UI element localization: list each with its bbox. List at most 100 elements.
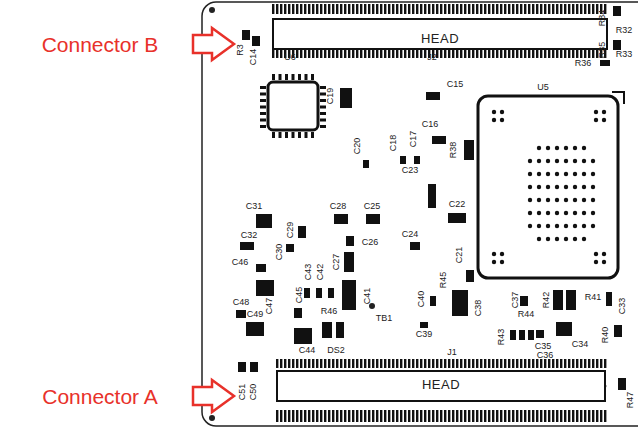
header-pin [584,50,586,58]
bga-ball [573,146,577,150]
smd-pad [520,296,528,306]
reference-designator: U6 [284,53,296,62]
header-pin [588,4,590,14]
header-pin [304,4,306,14]
smd-pad [528,330,534,340]
header-pin [452,4,454,14]
smd-pad [316,288,322,298]
header-pin [324,410,326,422]
reference-designator: C31 [246,202,263,211]
smd-pad [336,322,344,338]
header-pin [440,50,442,58]
reference-designator: C17 [409,131,418,148]
reference-designator: C40 [417,291,426,308]
header-pin [436,410,438,422]
header-pin [356,410,358,422]
header-pin [320,359,322,368]
reference-designator: C18 [389,135,398,152]
qfn-pin [320,106,326,109]
bga-ball [564,172,568,176]
header-pin [560,4,562,14]
mounting-hole [209,7,215,13]
header-pin [416,359,418,368]
header-pin [320,410,322,422]
bga-ball [582,159,586,163]
header-pin [328,410,330,422]
qfn-pin [260,86,266,89]
header-pin [300,50,302,58]
header-pin [280,50,282,58]
header-pin [524,4,526,14]
header-pin [336,4,338,14]
smd-pad [240,242,254,250]
qfn-pin [260,125,266,128]
qfn-pin [260,93,266,96]
smd-pad [414,156,420,164]
header-pin [504,410,506,422]
bga-ball [528,185,532,189]
header-pin [444,359,446,368]
header-pin [380,410,382,422]
header-connector: HEAD [272,18,608,50]
header-pin [364,50,366,58]
header-pin [280,4,282,14]
header-pin [432,359,434,368]
bga-ball [546,159,550,163]
header-pin [456,359,458,368]
header-pin [316,4,318,14]
bga-ball [555,159,559,163]
header-pin [372,4,374,14]
callout-arrow [193,380,234,412]
header-pin [400,359,402,368]
bga-ball [492,252,496,256]
header-pin [460,50,462,58]
reference-designator: R43 [497,329,506,346]
smd-pad [432,136,446,144]
bga-ball [594,118,598,122]
smd-pad [566,290,576,310]
header-pin [304,50,306,58]
smd-pad [430,296,436,306]
header-pin [316,50,318,58]
smd-pad [256,280,274,296]
header-pin [276,4,278,14]
header-pin [472,50,474,58]
header-pin [284,359,286,368]
reference-designator: C14 [249,49,258,66]
header-pin [604,359,606,368]
header-pin [368,410,370,422]
qfn-pin [311,74,314,80]
reference-designator: C46 [232,258,249,267]
bga-ball [528,211,532,215]
reference-designator: C42 [316,264,325,281]
header-pin [308,50,310,58]
header-pin [572,410,574,422]
bga-ball [582,198,586,202]
reference-designator: C38 [474,300,483,317]
pin1-mark [612,92,624,104]
header-pin [384,4,386,14]
header-pin [516,4,518,14]
header-pin [444,50,446,58]
reference-designator: C23 [402,166,419,175]
header-pin [388,50,390,58]
header-pin [372,50,374,58]
bga-ball [528,198,532,202]
header-pin [472,410,474,422]
bga-ball [591,211,595,215]
qfn-pin [305,132,308,138]
reference-designator: C32 [241,231,258,240]
header-pin [504,359,506,368]
header-pin [312,50,314,58]
reference-designator: R44 [518,310,535,319]
smd-pad [618,378,626,390]
bga-ball [492,110,496,114]
header-pin [368,359,370,368]
bga-ball [546,211,550,215]
reference-designator: R35 [598,42,607,59]
header-pin [376,410,378,422]
smd-pad [519,330,525,340]
header-pin [532,50,534,58]
bga-ball [537,224,541,228]
